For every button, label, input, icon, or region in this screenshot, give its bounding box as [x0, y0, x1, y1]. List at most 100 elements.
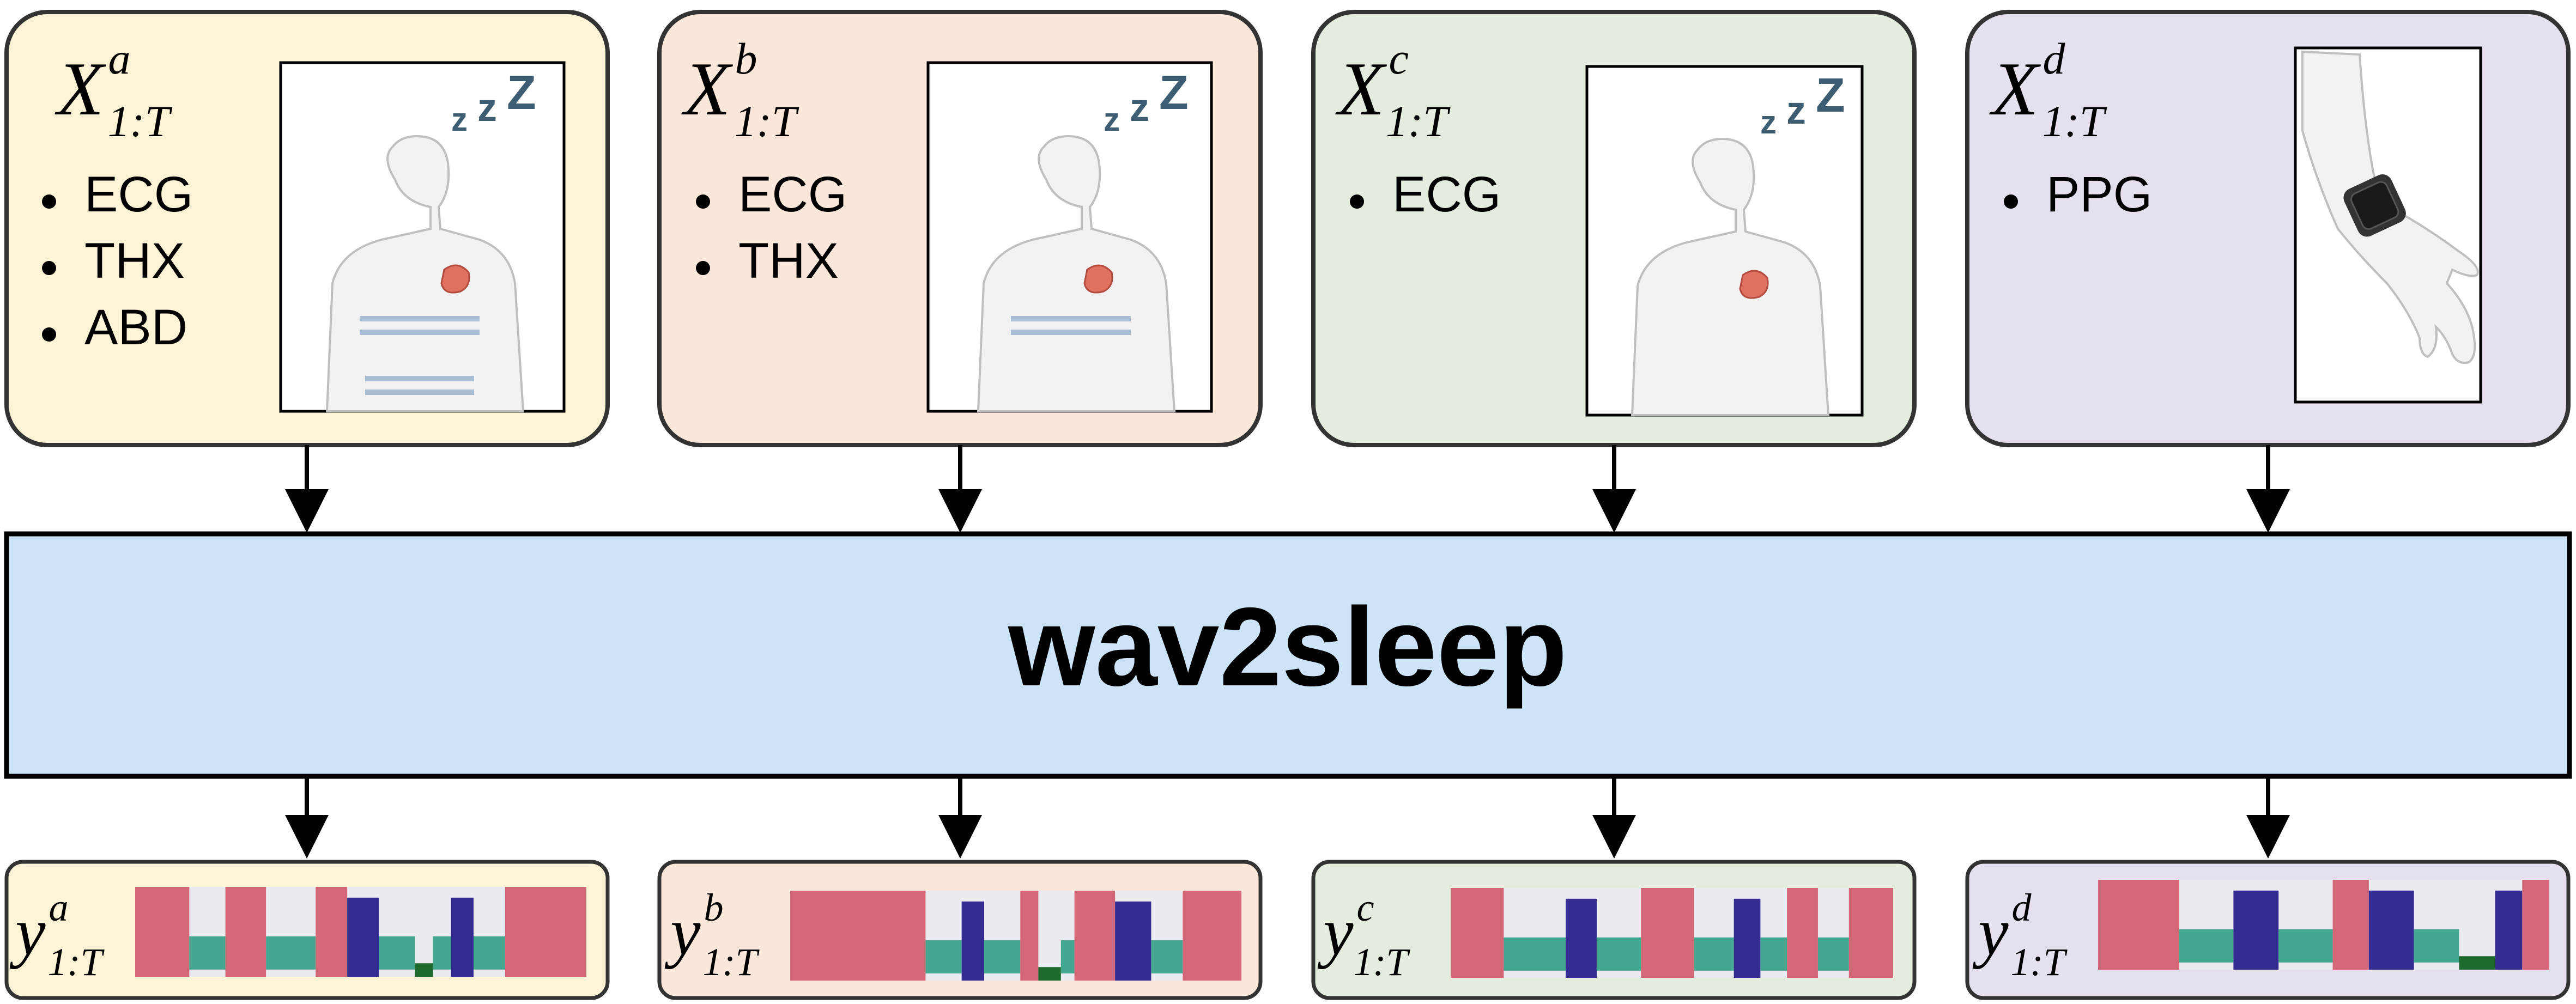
signal-label: PPG	[2046, 167, 2152, 222]
svg-text:Z: Z	[1159, 65, 1189, 119]
signal-label: THX	[84, 233, 185, 289]
hypnogram-segment-wake	[1183, 891, 1241, 981]
hypnogram-segment-wake	[1451, 888, 1504, 978]
hypnogram-segment-rem	[2368, 890, 2414, 970]
hypnogram-segment-rem	[451, 897, 474, 977]
wrist-smartwatch-illustration	[2294, 46, 2482, 404]
bullet	[42, 261, 56, 275]
bullet	[42, 194, 56, 209]
hypnogram-segment-wake	[2522, 880, 2549, 970]
hypnogram-segment-wake	[1020, 891, 1039, 981]
model-block: wav2sleep	[4, 531, 2572, 779]
heart-icon	[1739, 270, 1769, 299]
hypnogram-segment-wake	[2332, 880, 2369, 970]
hypnogram-segment-light	[474, 936, 505, 970]
heart-icon	[440, 264, 470, 294]
hypnogram-c	[1451, 888, 1893, 978]
output-arrows	[285, 776, 2290, 859]
signal-label: ABD	[84, 300, 187, 355]
model-label: wav2sleep	[1008, 585, 1567, 709]
heart-icon	[1083, 264, 1113, 294]
hypnogram-segment-light	[1760, 937, 1787, 971]
hypnogram-segment-wake	[1787, 888, 1818, 978]
signal-label: ECG	[1392, 167, 1501, 222]
hypnogram-segment-rem	[1566, 898, 1597, 978]
signal-label: ECG	[738, 167, 847, 222]
svg-text:z: z	[477, 86, 497, 130]
svg-text:Z: Z	[507, 65, 536, 119]
zzz-icon: z	[451, 101, 468, 138]
hypnogram-segment-wake	[790, 891, 926, 981]
hypnogram-segment-wake	[505, 887, 586, 977]
hypnogram-segment-light	[433, 936, 451, 970]
hypnogram-segment-light	[189, 936, 226, 970]
hypnogram-segment-light	[379, 936, 415, 970]
signal-list-a: ECG THX ABD	[42, 167, 193, 355]
hypnogram-segment-rem	[347, 897, 379, 977]
bullet	[42, 327, 56, 342]
bullet	[696, 261, 710, 275]
hypnogram-segment-light	[1817, 937, 1849, 971]
hypnogram-segment-wake	[135, 887, 190, 977]
hypnogram-segment-light	[2179, 929, 2234, 963]
signal-list-c: ECG	[1350, 167, 1501, 222]
hypnogram-segment-wake	[1074, 891, 1116, 981]
model-box	[4, 531, 2572, 779]
hypnogram-segment-wake	[1848, 888, 1893, 978]
hypnogram-segment-wake	[316, 887, 348, 977]
hypnogram-segment-rem	[1734, 898, 1761, 978]
hypnogram-segment-light	[266, 936, 316, 970]
bullet	[1350, 194, 1364, 209]
sleeping-person-illustration-a: z z Z	[279, 61, 566, 413]
hypnogram-segment-rem	[1115, 901, 1151, 981]
hypnogram-segment-wake	[225, 887, 266, 977]
hypnogram-segment-deep	[1038, 967, 1061, 981]
signal-label: ECG	[84, 167, 193, 222]
hypnogram-segment-light	[1060, 940, 1075, 973]
signal-list-d: PPG	[2004, 167, 2152, 222]
hypnogram-segment-light	[984, 940, 1021, 973]
hypnogram-segment-wake	[1641, 888, 1694, 978]
svg-text:Z: Z	[1816, 68, 1845, 122]
bullet	[696, 194, 710, 209]
hypnogram-segment-rem	[2233, 890, 2279, 970]
hypnogram-segment-deep	[415, 963, 433, 977]
hypnogram-segment-rem	[961, 901, 985, 981]
person-icon	[977, 135, 1176, 412]
hypnogram-segment-deep	[2459, 956, 2495, 970]
hypnogram-segment-light	[1694, 937, 1734, 971]
hypnogram-segment-light	[925, 940, 962, 973]
svg-text:z: z	[1130, 86, 1149, 130]
sleeping-person-illustration-b: z z Z	[926, 61, 1213, 413]
hypnogram-segment-wake	[2098, 880, 2180, 970]
hypnogram-d	[2098, 880, 2549, 970]
hypnogram-segment-light	[1596, 937, 1641, 971]
zzz-icon: z	[1104, 101, 1120, 138]
hypnogram-segment-light	[1151, 940, 1183, 973]
hypnogram-segment-light	[2414, 929, 2459, 963]
bullet	[2004, 194, 2018, 209]
sleeping-person-illustration-c: z z Z	[1585, 65, 1864, 417]
hypnogram-segment-rem	[2495, 890, 2523, 970]
hypnogram-b	[790, 891, 1241, 981]
zzz-icon: z	[1760, 104, 1777, 141]
input-arrows	[285, 445, 2290, 533]
hypnogram-a	[135, 887, 586, 977]
signal-list-b: ECG THX	[696, 167, 847, 289]
svg-text:z: z	[1786, 89, 1806, 132]
person-icon	[1631, 137, 1830, 416]
signal-label: THX	[738, 233, 839, 289]
